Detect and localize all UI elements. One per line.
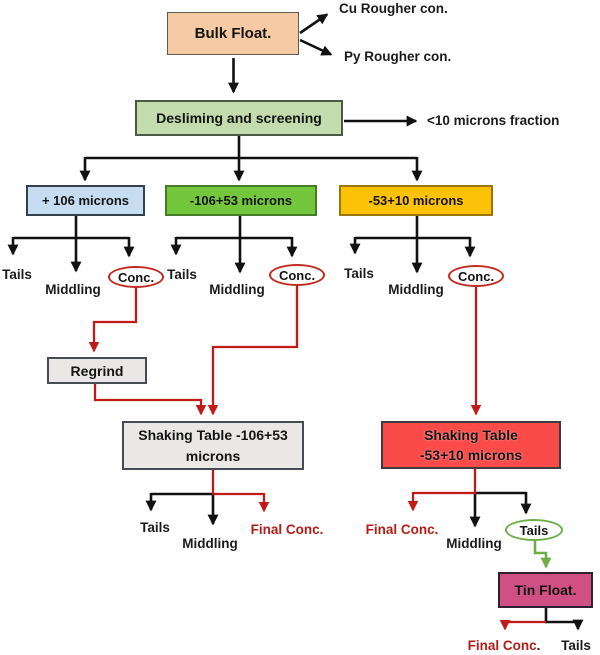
label-tinfloat-final-conc: Final Conc. [467, 638, 541, 654]
label-m53p10-tails: Tails [344, 266, 374, 281]
fan-m53p10-trunk [355, 216, 470, 240]
node-minus53-plus10-microns-label: -53+10 microns [368, 193, 464, 208]
fan-st1-red-arm [211, 470, 264, 496]
node-shaking-table-53-10: Shaking Table -53+10 microns [381, 421, 561, 469]
label-m106p53-middling: Middling [209, 282, 265, 297]
ellipse-conc-m106p53-label: Conc. [278, 267, 316, 283]
label-m53p10-middling: Middling [388, 282, 444, 297]
node-minus106-plus53-microns: -106+53 microns [165, 185, 317, 216]
label-fines-fraction: <10 microns fraction [427, 113, 560, 128]
node-bulk-float-label: Bulk Float. [194, 25, 272, 42]
node-shaking-table-106-53: Shaking Table -106+53 microns [122, 421, 304, 470]
arrow-bulk-to-py [299, 38, 333, 56]
node-shaking-table-106-53-label: Shaking Table -106+53 microns [138, 425, 288, 466]
ellipse-conc-m53p10: Conc. [448, 265, 504, 287]
node-shaking-table-106-53-line2: microns [185, 447, 241, 464]
label-tinfloat-final-conc-text: Final Conc [467, 638, 537, 653]
node-plus-106-microns: + 106 microns [26, 185, 145, 216]
node-shaking-table-53-10-line1: Shaking Table [424, 426, 518, 443]
label-plus106-middling: Middling [45, 282, 101, 297]
node-plus-106-microns-label: + 106 microns [41, 193, 130, 208]
node-minus106-plus53-microns-label: -106+53 microns [189, 193, 293, 208]
node-regrind-label: Regrind [70, 362, 124, 379]
node-shaking-table-53-10-label: Shaking Table -53+10 microns [420, 425, 522, 466]
fan-st2-red-arm [413, 469, 477, 495]
node-shaking-table-53-10-line2: -53+10 microns [419, 447, 523, 463]
label-st2-final-conc: Final Conc. [365, 522, 439, 537]
ellipse-tails-st2-label: Tails [519, 522, 549, 538]
node-tin-float: Tin Float. [498, 572, 593, 608]
label-st1-middling: Middling [182, 536, 238, 551]
fan-tinfloat-black-arm [544, 608, 578, 624]
label-tinfloat-tails: Tails [561, 638, 591, 653]
arrow-bulk-to-cu [299, 13, 329, 35]
arrow-conc1-to-regrind [88, 288, 138, 353]
node-tin-float-label: Tin Float. [514, 582, 577, 598]
ellipse-conc-plus106: Conc. [108, 266, 164, 288]
node-shaking-table-106-53-line1: Shaking Table -106+53 [138, 427, 288, 444]
arrow-tails-to-tinfloat [533, 541, 552, 569]
fan-plus106-trunk [13, 216, 129, 240]
ellipse-conc-plus106-label: Conc. [117, 269, 155, 285]
fan-m106p53-trunk [176, 216, 292, 240]
node-desliming-screening-label: Desliming and screening [156, 110, 322, 126]
ellipse-conc-m53p10-label: Conc. [457, 268, 495, 284]
arrow-regrind-to-st1 [93, 384, 207, 416]
split-desliming-trunk [85, 136, 417, 160]
label-st1-tails: Tails [140, 520, 170, 535]
label-cu-rougher-con: Cu Rougher con. [339, 1, 448, 16]
label-st1-final-conc: Final Conc. [250, 522, 324, 537]
arrow-conc2-to-st1 [207, 286, 299, 416]
ellipse-tails-st2: Tails [505, 519, 563, 541]
label-plus106-tails: Tails [2, 267, 32, 282]
node-minus53-plus10-microns: -53+10 microns [339, 185, 493, 216]
label-py-rougher-con: Py Rougher con. [344, 49, 452, 64]
node-bulk-float: Bulk Float. [167, 12, 299, 55]
label-tinfloat-final-conc-period: . [536, 638, 541, 653]
label-m106p53-tails: Tails [167, 267, 197, 282]
ellipse-conc-m106p53: Conc. [269, 264, 325, 286]
node-regrind: Regrind [47, 357, 147, 384]
node-desliming-screening: Desliming and screening [135, 100, 343, 136]
label-st2-middling: Middling [446, 536, 502, 551]
